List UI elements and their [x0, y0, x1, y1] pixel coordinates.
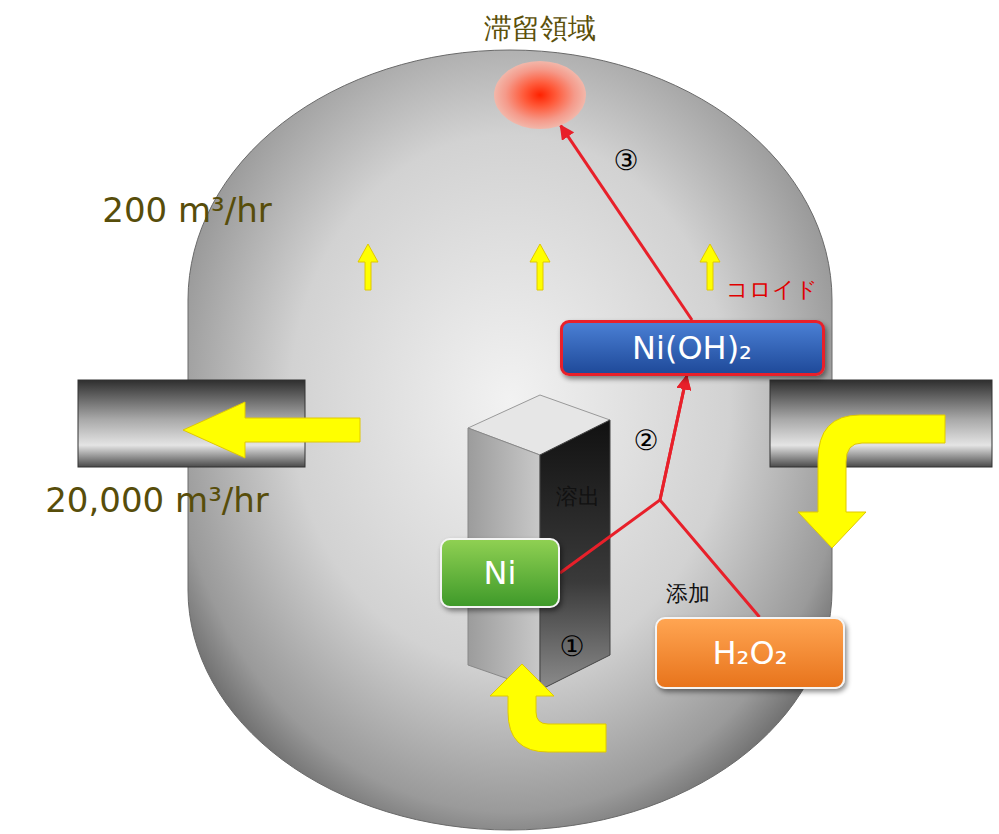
callout-number: ①: [559, 630, 584, 663]
species-name: Ni(OH)₂: [632, 329, 752, 367]
reaction-arrow: [660, 376, 760, 617]
callout-number: ③: [613, 144, 638, 177]
species-name: Ni: [484, 554, 517, 592]
species-box: H₂O₂: [655, 617, 845, 689]
stagnant-region: 滞留領域: [466, 12, 614, 137]
colloid-label: コロイド: [726, 275, 818, 305]
step-label: 添加: [666, 579, 710, 609]
region-heading: 滞留領域: [484, 12, 596, 46]
flow-rate: 20,000 m³/hr: [45, 480, 269, 520]
reaction-arrow: [561, 125, 692, 320]
flow-rate: 200 m³/hr: [102, 190, 271, 230]
callout-number: ②: [633, 424, 658, 457]
flow-arrow: [183, 244, 945, 752]
reaction-arrow: [560, 376, 687, 573]
species-name: H₂O₂: [713, 634, 788, 672]
step-label: 溶出: [556, 482, 600, 512]
species-box: Ni(OH)₂: [560, 320, 825, 376]
stagnant-glow: [494, 61, 586, 129]
species-box: Ni: [440, 538, 560, 608]
